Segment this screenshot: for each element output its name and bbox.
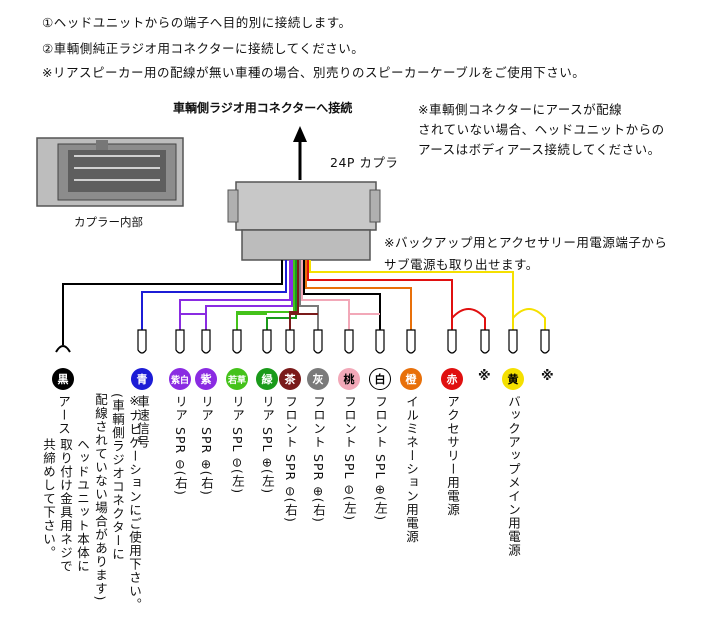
wires <box>55 260 550 354</box>
wire-label-10: イルミネーション用電源 <box>404 395 419 544</box>
wire-badge-8: 桃 <box>338 368 360 390</box>
earth-extra-line-1: ヘッドユニット本体に <box>75 438 90 573</box>
earth-note-line-3: アースはボディアース接続してください。 <box>418 142 661 157</box>
earth-note-line-1: ※車輌側コネクターにアースが配線 <box>418 102 623 117</box>
wire-badge-1: 青 <box>131 368 153 390</box>
sub-power-note-line-1: ※バックアップ用とアクセサリー用電源端子から <box>384 235 668 250</box>
terminal-4 <box>232 329 242 354</box>
wire-label-11: アクセサリー用電源 <box>445 395 460 517</box>
earth-note-line-2: されていない場合、ヘッドユニットからの <box>418 122 665 137</box>
earth-note: ※車輌側コネクターにアースが配線 されていない場合、ヘッドユニットからの アース… <box>418 100 665 160</box>
coupler-label: 24P カプラ <box>330 155 399 170</box>
wire-6 <box>289 260 299 330</box>
wire-label-8: フロント SPL ⊖(左) <box>342 395 357 522</box>
note-line-2: ②車輌側純正ラジオ用コネクターに接続してください。 <box>42 41 365 56</box>
terminal-10 <box>406 329 416 354</box>
wire-badge-12: 黄 <box>502 368 524 390</box>
wire-label-12: バックアップメイン用電源 <box>506 395 521 557</box>
sub-power-note-line-2: サブ電源も取り出せます。 <box>384 257 539 272</box>
wire-10 <box>305 260 412 330</box>
wire-badge-4: 若草 <box>226 368 248 390</box>
sub-power-loop-0 <box>451 308 486 330</box>
earth-extra-note: ヘッドユニット本体に 取り付け金具用ネジで 共締めして下さい。 <box>40 438 91 573</box>
terminal-7 <box>313 329 323 354</box>
wire-1 <box>141 260 287 330</box>
wire-badge-11: 赤 <box>441 368 463 390</box>
asterisk-acc: ※ <box>478 369 491 384</box>
wire-label-3: リア SPR ⊕(右) <box>199 395 214 496</box>
earth-lug-icon <box>55 330 71 353</box>
wire-badge-2: 紫白 <box>169 368 191 390</box>
terminal-2 <box>175 329 185 354</box>
wire-badge-0: 黒 <box>52 368 74 390</box>
earth-extra-line-2: 取り付け金具用ネジで <box>58 438 73 573</box>
terminal-12 <box>508 329 518 354</box>
note-line-3: ※リアスピーカー用の配線が無い車種の場合、別売りのスピーカーケーブルをご使用下さ… <box>42 65 586 80</box>
wire-label-1: 車速信号 <box>135 395 150 449</box>
note-line-1: ①ヘッドユニットからの端子へ目的別に接続します。 <box>42 15 352 30</box>
speed-extra-line-2: (車輌側ラジオコネクターに <box>110 393 125 561</box>
wire-4 <box>236 260 295 330</box>
wire-11 <box>307 260 453 330</box>
speed-extra-line-1: ※ナビゲーションにご使用下さい。 <box>127 393 142 612</box>
terminal-11 <box>447 329 457 354</box>
arrow-label: 車輌側ラジオ用コネクターへ接続 <box>173 101 353 115</box>
terminal-3 <box>201 329 211 354</box>
earth-extra-line-3: 共締めして下さい。 <box>41 438 56 560</box>
wire-9 <box>303 260 381 330</box>
wire-badge-10: 橙 <box>400 368 422 390</box>
sub-power-loop-1 <box>512 308 546 330</box>
wire-12 <box>309 260 514 330</box>
speed-extra-line-3: 配線されていない場合があります) <box>93 393 108 602</box>
wire-label-6: フロント SPR ⊖(右) <box>283 395 298 523</box>
wire-0 <box>62 260 283 330</box>
wire-badge-9: 白 <box>369 368 391 390</box>
sub-power-note: ※バックアップ用とアクセサリー用電源端子から サブ電源も取り出せます。 <box>384 232 667 276</box>
wire-label-5: リア SPL ⊕(左) <box>260 395 275 495</box>
sub-terminal-1 <box>540 329 550 354</box>
sub-terminal-0 <box>480 329 490 354</box>
wire-5 <box>266 260 297 330</box>
wire-label-0: アース <box>56 395 71 436</box>
wire-3 <box>205 260 293 330</box>
coupler-24p <box>227 181 381 261</box>
wire-badge-7: 灰 <box>307 368 329 390</box>
speed-extra-note: ※ナビゲーションにご使用下さい。 (車輌側ラジオコネクターに 配線されていない場… <box>92 393 143 612</box>
terminal-1 <box>137 329 147 354</box>
coupler-inside-label: カプラー内部 <box>74 215 143 229</box>
wire-7 <box>299 260 319 330</box>
terminal-9 <box>375 329 385 354</box>
terminal-8 <box>344 329 354 354</box>
wire-badge-5: 緑 <box>256 368 278 390</box>
wire-2 <box>179 260 291 330</box>
wire-label-2: リア SPR ⊖(右) <box>173 395 188 496</box>
wire-badge-3: 紫 <box>195 368 217 390</box>
arrow-up <box>293 126 307 180</box>
wire-badge-6: 茶 <box>279 368 301 390</box>
wire-label-9: フロント SPL ⊕(左) <box>373 395 388 522</box>
terminal-6 <box>285 329 295 354</box>
wire-label-7: フロント SPR ⊕(右) <box>311 395 326 523</box>
wire-label-4: リア SPL ⊖(左) <box>230 395 245 495</box>
asterisk-backup: ※ <box>541 369 554 384</box>
coupler-inside-photo <box>36 137 184 207</box>
terminal-5 <box>262 329 272 354</box>
